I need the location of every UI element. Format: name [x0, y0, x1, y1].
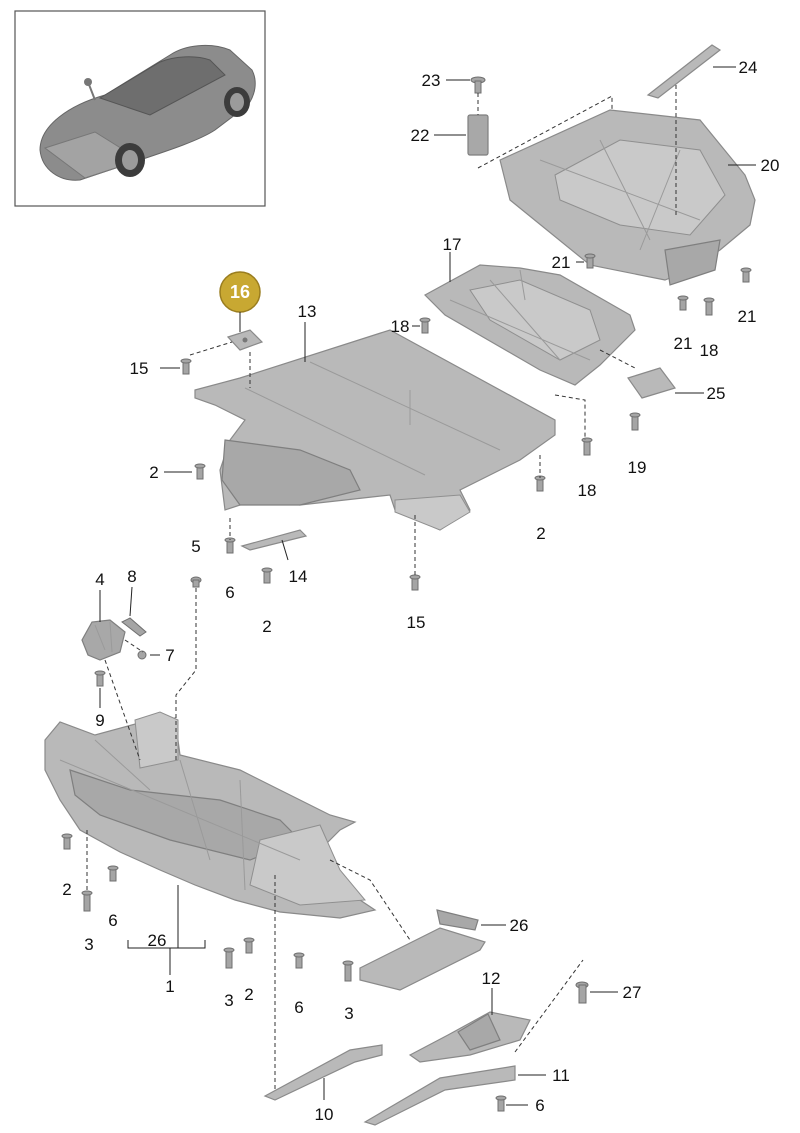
label-6-front-l[interactable]: 6	[108, 911, 117, 930]
label-2-front-m[interactable]: 2	[244, 985, 253, 1004]
label-5[interactable]: 5	[191, 537, 200, 556]
label-3-front-m[interactable]: 3	[224, 991, 233, 1010]
bolt-18-b	[581, 437, 593, 456]
label-26-right[interactable]: 26	[510, 916, 529, 935]
label-20[interactable]: 20	[761, 156, 780, 175]
label-4[interactable]: 4	[95, 570, 104, 589]
bolt-3-front-l	[81, 890, 93, 912]
label-6-mid[interactable]: 6	[225, 583, 234, 602]
leader-lines	[99, 66, 756, 1106]
label-23[interactable]: 23	[422, 71, 441, 90]
label-18-mid[interactable]: 18	[578, 481, 597, 500]
label-13[interactable]: 13	[298, 302, 317, 321]
part-13-floor-panel	[194, 329, 556, 531]
label-11[interactable]: 11	[552, 1066, 570, 1085]
part-10-strip	[263, 1044, 383, 1101]
fasteners	[61, 253, 752, 1112]
part-12-duct-panel	[408, 1011, 531, 1063]
label-6-bottom[interactable]: 6	[535, 1096, 544, 1115]
label-25[interactable]: 25	[707, 384, 726, 403]
callout-16-label[interactable]: 16	[230, 282, 250, 302]
label-18-upper[interactable]: 18	[391, 317, 410, 336]
label-7[interactable]: 7	[165, 646, 174, 665]
label-22[interactable]: 22	[411, 126, 430, 145]
part-24-strip	[646, 44, 722, 99]
part-11-strip	[363, 1065, 516, 1126]
part-23-screw	[470, 76, 486, 115]
part-8-screw	[121, 617, 147, 637]
bolt-18-c	[703, 297, 715, 316]
label-18-right[interactable]: 18	[700, 341, 719, 360]
bolt-2-mid	[261, 567, 273, 584]
bolt-15-upper	[180, 358, 192, 375]
label-2-front-l[interactable]: 2	[62, 880, 71, 899]
label-10[interactable]: 10	[315, 1105, 334, 1124]
label-9[interactable]: 9	[95, 711, 104, 730]
part-14-strip	[240, 529, 308, 551]
bolt-2-right	[534, 475, 546, 492]
label-8[interactable]: 8	[127, 567, 136, 586]
label-19[interactable]: 19	[628, 458, 647, 477]
label-15-upper[interactable]: 15	[130, 359, 149, 378]
label-6-front-m[interactable]: 6	[294, 998, 303, 1017]
bolt-6-mid	[224, 537, 236, 554]
label-15-lower[interactable]: 15	[407, 613, 426, 632]
label-2-left[interactable]: 2	[149, 463, 158, 482]
label-21-right[interactable]: 21	[738, 307, 757, 326]
label-3-front-r[interactable]: 3	[344, 1004, 353, 1023]
bolt-2-front-l	[61, 833, 73, 850]
part-4-bracket	[81, 619, 126, 661]
bolt-2-left	[194, 463, 206, 480]
bolt-3-front-r	[342, 960, 354, 982]
bolt-18-a	[419, 317, 431, 334]
car-illustration	[39, 45, 256, 181]
label-3-front-l[interactable]: 3	[84, 935, 93, 954]
bolt-3-front-m	[223, 947, 235, 969]
label-17[interactable]: 17	[443, 235, 462, 254]
label-21-upper[interactable]: 21	[552, 253, 571, 272]
part-1-front-underbody	[44, 711, 377, 919]
part-25-plate	[627, 367, 676, 399]
label-1[interactable]: 1	[165, 977, 174, 996]
part-20-rear-tray	[477, 78, 756, 286]
bolt-5	[190, 576, 202, 588]
guide-lines	[86, 349, 636, 1090]
part-22-block	[467, 114, 489, 156]
bolt-2-front-m	[243, 937, 255, 954]
bolt-9	[94, 670, 106, 687]
label-21-mid[interactable]: 21	[674, 334, 693, 353]
label-24[interactable]: 24	[739, 58, 758, 77]
part-labels: 13 15 2 5 6 14 2 15 2 18 19 25 17 18 21 …	[62, 58, 779, 1124]
label-2-mid[interactable]: 2	[262, 617, 271, 636]
bolt-15-lower	[409, 574, 421, 591]
part-26-rear-plate	[359, 909, 486, 991]
bolt-6-bottom	[495, 1095, 507, 1112]
label-26-left[interactable]: 26	[148, 931, 167, 950]
bolt-6-front-l	[107, 865, 119, 882]
bolt-21-c	[740, 267, 752, 283]
part-16-bracket	[189, 329, 264, 388]
bolt-6-front-m	[293, 952, 305, 969]
bolt-21-a	[584, 253, 596, 269]
part-7-clip	[137, 650, 147, 660]
vehicle-thumbnail	[14, 10, 266, 207]
label-27[interactable]: 27	[623, 983, 642, 1002]
callout-16-highlight[interactable]: 16	[219, 271, 261, 332]
bolt-21-b	[677, 295, 689, 311]
bolt-19	[629, 412, 641, 431]
label-12[interactable]: 12	[482, 969, 501, 988]
label-14[interactable]: 14	[289, 567, 308, 586]
bolt-27	[575, 981, 589, 1004]
part-17-tunnel-panel	[424, 264, 636, 386]
label-2-right[interactable]: 2	[536, 524, 545, 543]
